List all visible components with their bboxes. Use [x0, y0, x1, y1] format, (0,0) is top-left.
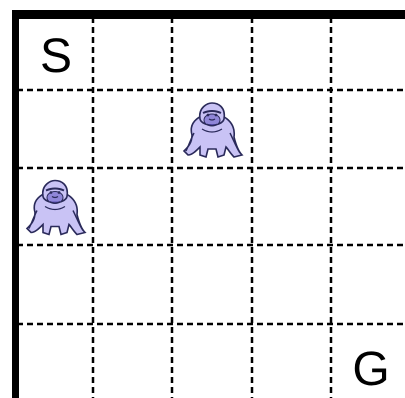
grid-cell-r3-c2[interactable] [172, 245, 252, 324]
grid-cell-r2-c4[interactable] [331, 168, 405, 245]
grid-cell-r1-c0[interactable] [17, 90, 93, 168]
grid-cell-r3-c0[interactable] [17, 245, 93, 324]
left-wall [12, 10, 19, 398]
grid-cell-r3-c1[interactable] [93, 245, 172, 324]
grid-cell-r4-c0[interactable] [17, 324, 93, 398]
grid-cell-r2-c3[interactable] [252, 168, 331, 245]
top-wall [12, 10, 405, 19]
grid-cell-r0-c4[interactable] [331, 17, 405, 90]
grid-cell-r0-c1[interactable] [93, 17, 172, 90]
grid-cell-r3-c4[interactable] [331, 245, 405, 324]
grid-cell-r1-c3[interactable] [252, 90, 331, 168]
grid-cell-r1-c1[interactable] [93, 90, 172, 168]
grid-cell-r1-c4[interactable] [331, 90, 405, 168]
grid-cell-r4-c3[interactable] [252, 324, 331, 398]
grid-cell-r4-c1[interactable] [93, 324, 172, 398]
grid-cell-r4-c2[interactable] [172, 324, 252, 398]
grid-cell-r3-c3[interactable] [252, 245, 331, 324]
grid-cell-r0-c2[interactable] [172, 17, 252, 90]
grid-cell-r2-c1[interactable] [93, 168, 172, 245]
grid-cell-r0-c3[interactable] [252, 17, 331, 90]
goal-marker: G [352, 343, 389, 396]
start-marker: S [40, 30, 72, 83]
grid-cell-r2-c2[interactable] [172, 168, 252, 245]
